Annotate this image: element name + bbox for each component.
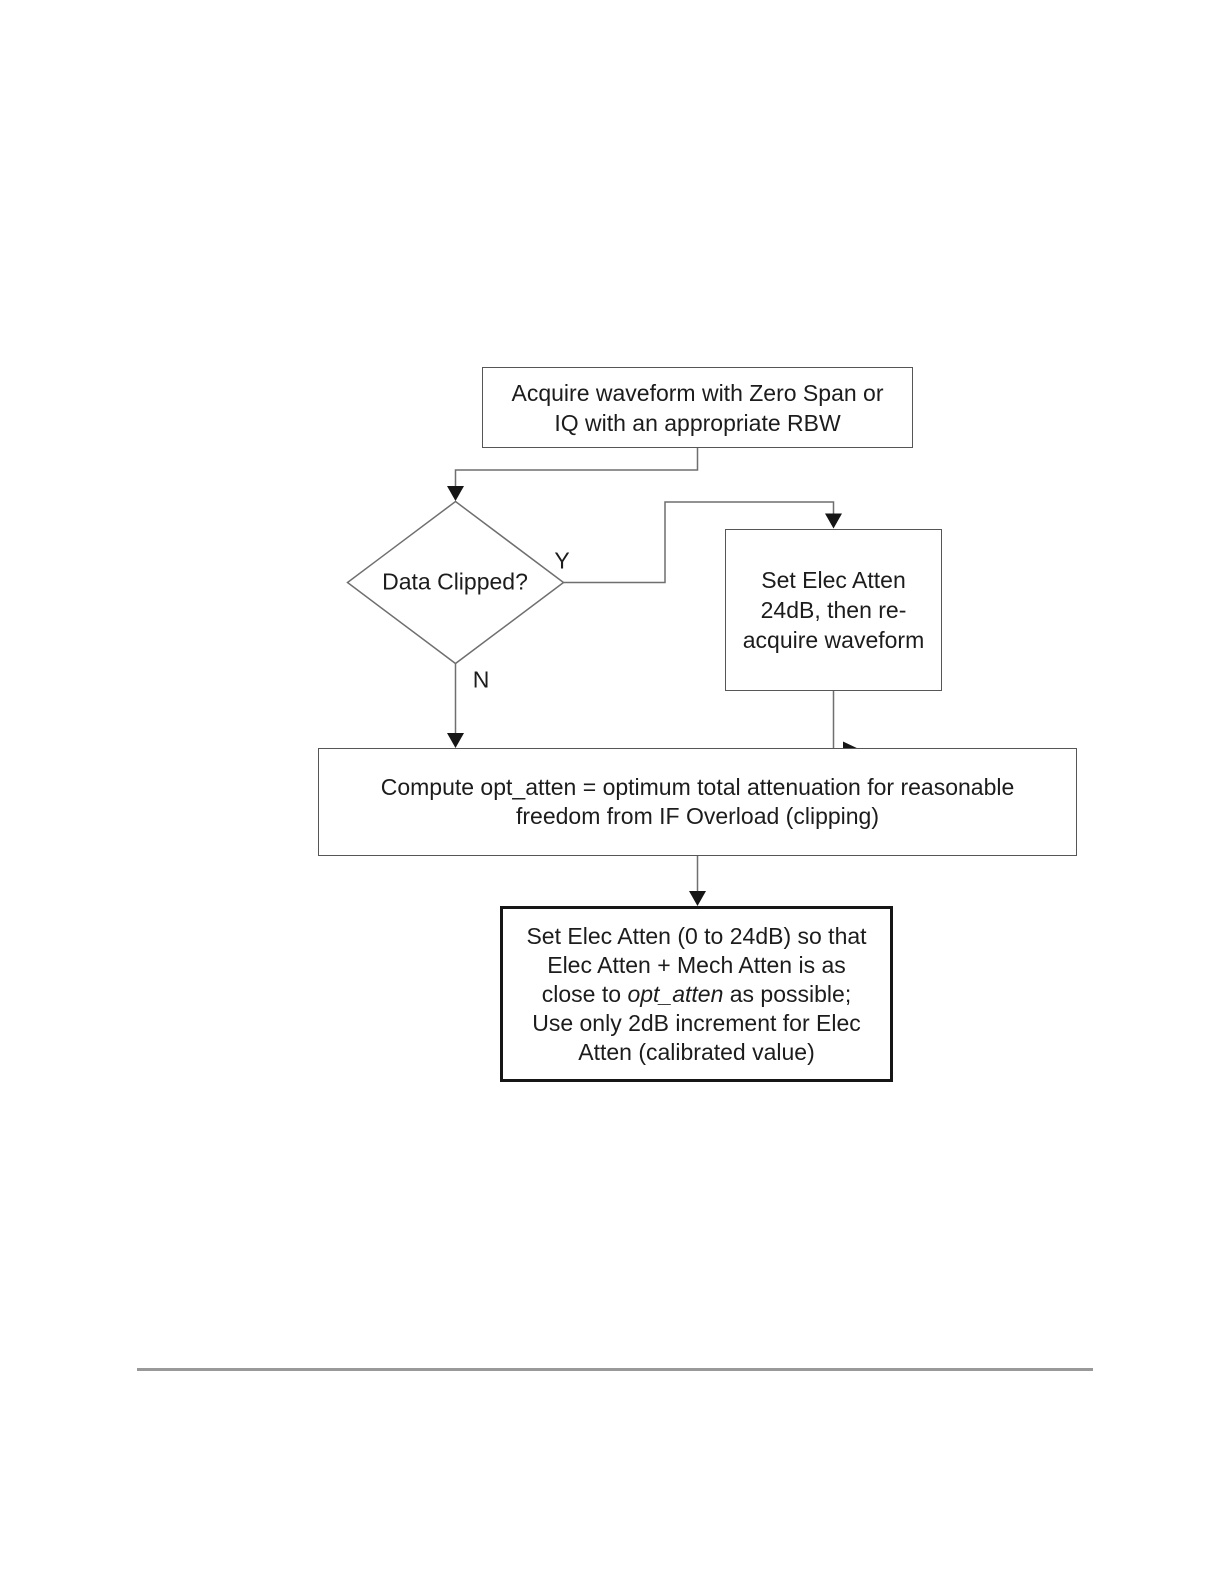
set-elec-atten-24db-step: Set Elec Atten 24dB, then re- acquire wa… xyxy=(725,529,942,691)
set-elec-atten-final-step: Set Elec Atten (0 to 24dB) so that Elec … xyxy=(500,906,893,1082)
page-footer-rule xyxy=(137,1368,1093,1371)
step-text-line: acquire waveform xyxy=(742,627,925,653)
step-text-line: Acquire waveform with Zero Span or xyxy=(511,379,884,406)
yes-branch-label: Y xyxy=(554,547,570,574)
arrowhead-down-into-final-icon xyxy=(689,891,706,906)
step-text-line: close to opt_atten as possible; xyxy=(542,980,851,1009)
arrowhead-down-into-set-elec-icon xyxy=(825,513,842,529)
step-text-line: Atten (calibrated value) xyxy=(578,1038,815,1065)
step-text-line: IQ with an appropriate RBW xyxy=(554,409,841,436)
step-text-fragment: close to xyxy=(541,980,628,1007)
step-text-fragment: as possible; xyxy=(723,980,852,1007)
connector-yes-branch xyxy=(563,501,835,584)
connector-acquire-to-decision xyxy=(454,448,699,487)
decision-diamond-shape xyxy=(346,500,565,665)
arrowhead-down-into-compute-icon xyxy=(447,733,464,748)
decision-label: Data Clipped? xyxy=(382,568,528,595)
opt-atten-italic-term: opt_atten xyxy=(627,980,724,1007)
arrowhead-down-into-decision-icon xyxy=(447,486,464,501)
compute-opt-atten-step: Compute opt_atten = optimum total attenu… xyxy=(318,748,1077,856)
step-text-line: freedom from IF Overload (clipping) xyxy=(515,803,879,829)
step-text-line: Set Elec Atten (0 to 24dB) so that xyxy=(526,922,867,949)
step-text-line: Elec Atten + Mech Atten is as xyxy=(547,951,846,978)
step-text-line: Use only 2dB increment for Elec xyxy=(532,1009,861,1036)
step-text-line: Set Elec Atten xyxy=(761,567,906,593)
step-text-line: Compute opt_atten = optimum total attenu… xyxy=(380,774,1015,800)
acquire-waveform-step: Acquire waveform with Zero Span or IQ wi… xyxy=(482,367,913,448)
no-branch-label: N xyxy=(472,666,490,693)
step-text-line: 24dB, then re- xyxy=(760,597,907,623)
